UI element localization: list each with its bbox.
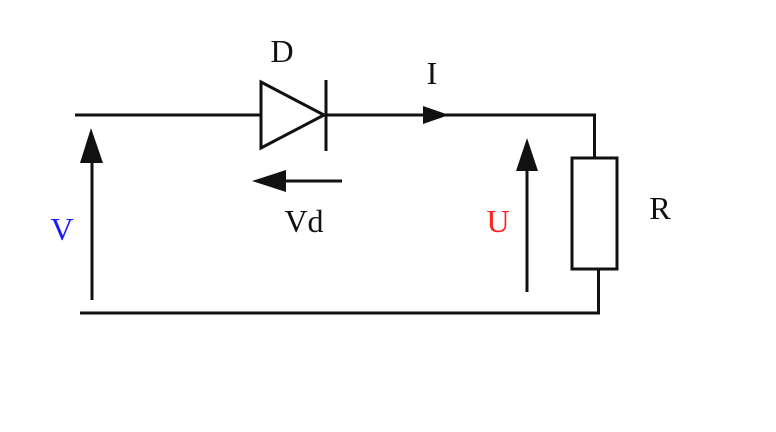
diode-voltage-arrow (252, 170, 342, 192)
diode-label: D (270, 33, 293, 69)
source-voltage-arrow-head (80, 128, 103, 163)
source-voltage-label: V (50, 211, 73, 247)
resistor-voltage-arrow (516, 138, 538, 292)
resistor-label: R (649, 190, 671, 226)
current-label: I (427, 55, 438, 91)
resistor-voltage-arrow-head (516, 138, 538, 171)
resistor-symbol (570, 156, 619, 271)
diode-symbol (259, 79, 328, 151)
resistor-voltage-label: U (486, 203, 509, 239)
source-voltage-arrow (80, 128, 103, 300)
diode-triangle (259, 79, 328, 151)
diode-voltage-label: Vd (284, 203, 323, 239)
current-arrow-head (423, 106, 449, 124)
diode-voltage-arrow-head (252, 170, 286, 192)
